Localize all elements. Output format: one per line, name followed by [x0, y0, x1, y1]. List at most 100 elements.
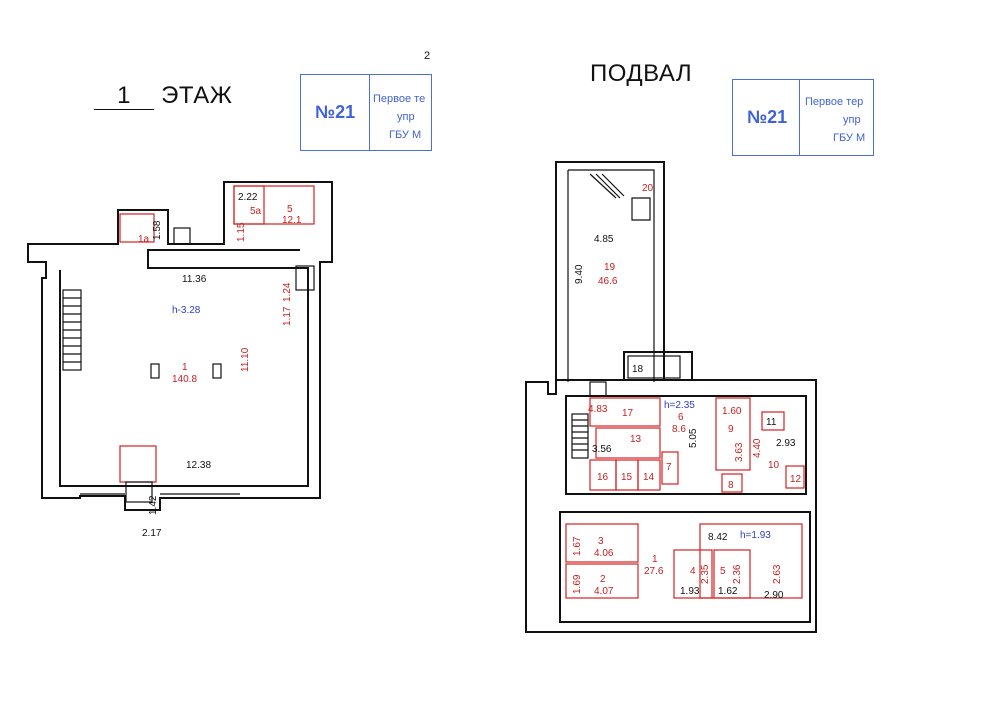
- basement-room-14: [637, 459, 661, 491]
- area-4-06: 4.06: [594, 548, 614, 559]
- dim-1-58: 1.58: [152, 220, 163, 240]
- area-46-6: 46.6: [598, 276, 618, 287]
- stamp-divider: [799, 80, 800, 155]
- room-6: 6: [678, 412, 684, 423]
- dim-2-17: 2.17: [142, 528, 162, 539]
- floor1-plan: 2.22 5а 5 12.1 1.15 1.58 1а 11.36 h-3.28…: [27, 181, 333, 539]
- room-13: 13: [630, 434, 642, 445]
- floor1-inner-wall: [59, 249, 309, 487]
- dim-2-63: 2.63: [772, 564, 783, 584]
- room-4: 4: [690, 566, 696, 577]
- floor1-column: [150, 363, 160, 379]
- floor1-stair-steps: [63, 297, 81, 363]
- room-17: 17: [622, 408, 634, 419]
- stamp-line-3: ГБУ М: [833, 132, 866, 144]
- basement-inner-wall: [567, 169, 655, 382]
- floor1-shaft: [173, 227, 191, 245]
- floor1-outer-wall: [27, 181, 333, 511]
- floor1-entrance: [119, 445, 157, 483]
- room-1: 1: [182, 362, 188, 373]
- dim-1-67: 1.67: [572, 536, 583, 556]
- dim-2-35: 2.35: [700, 564, 711, 584]
- basement-room-17: [589, 397, 661, 427]
- area-27-6: 27.6: [644, 566, 664, 577]
- stamp-line-3: ГБУ М: [389, 129, 422, 141]
- dim-11-36: 11.36: [182, 274, 207, 285]
- room-2: 2: [600, 574, 606, 585]
- dim-2-90: 2.90: [764, 590, 784, 601]
- dim-1-62: 1.62: [718, 586, 738, 597]
- dim-1-60: 1.60: [722, 406, 742, 417]
- basement-room-7: [661, 451, 679, 485]
- basement-room-4: [673, 549, 713, 599]
- height-mark: h-3.28: [172, 305, 201, 316]
- dim-1-17: 1.17: [282, 306, 293, 326]
- basement-room-18: [627, 355, 681, 379]
- basement-lower-block: [559, 511, 811, 623]
- room-16: 16: [597, 472, 609, 483]
- room-15: 15: [621, 472, 633, 483]
- corner-mark: 2: [424, 50, 431, 62]
- dim-11-10: 11.10: [240, 347, 251, 372]
- room-10: 10: [768, 460, 780, 471]
- basement-middle-block: [565, 395, 807, 495]
- dim-1-42: 1.42: [148, 495, 159, 515]
- room-9: 9: [728, 424, 734, 435]
- dim-8-42: 8.42: [708, 532, 728, 543]
- room-18: 18: [632, 364, 644, 375]
- dim-4-83: 4.83: [588, 404, 608, 415]
- room-5: 5: [720, 566, 726, 577]
- height-a: h=2.35: [664, 400, 695, 411]
- basement-plan: 20 4.85 9.40 19 46.6 18 4.83 17 h=2.35 6…: [525, 161, 817, 633]
- basement-room-12: [785, 465, 805, 489]
- floor1-column: [212, 363, 222, 379]
- basement-room-corridor: [699, 523, 803, 599]
- basement-stair-mid-steps: [572, 419, 588, 451]
- dim-4-85: 4.85: [594, 234, 614, 245]
- floor1-title: 1 ЭТАЖ: [94, 82, 232, 110]
- basement-room-13: [595, 427, 661, 459]
- area-8-6: 8.6: [672, 424, 686, 435]
- dim-1-69: 1.69: [572, 574, 583, 594]
- basement-stair-top: [589, 173, 651, 221]
- floor-number: 1: [94, 83, 154, 110]
- dim-2-93: 2.93: [776, 438, 796, 449]
- stamp-line-1: Первое тер: [805, 96, 864, 108]
- room-8: 8: [728, 480, 734, 491]
- dim-3-63: 3.63: [734, 442, 745, 462]
- dim-1-24: 1.24: [282, 282, 293, 302]
- area-140-8: 140.8: [172, 374, 197, 385]
- basement-room-8: [721, 473, 743, 493]
- floor1-door: [295, 265, 315, 291]
- dim-9-40: 9.40: [574, 264, 585, 284]
- stamp-line-1: Первое те: [373, 93, 426, 105]
- room-3: 3: [598, 536, 604, 547]
- stamp-line-2: упр: [843, 114, 861, 126]
- room-14: 14: [643, 472, 655, 483]
- floor1-entrance-step: [125, 481, 153, 503]
- dim-3-56: 3.56: [592, 444, 612, 455]
- dim-4-40: 4.40: [752, 438, 763, 458]
- basement-outer-wall-lower: [525, 379, 817, 633]
- basement-room-11: [761, 411, 785, 431]
- basement-room-9: [715, 397, 751, 471]
- registry-stamp-basement: №21 Первое тер упр ГБУ М: [732, 79, 874, 156]
- basement-room-3: [565, 523, 639, 563]
- basement-title: ПОДВАЛ: [590, 60, 693, 87]
- basement-room-2: [565, 563, 639, 599]
- room-11: 11: [766, 417, 777, 428]
- stamp-line-2: упр: [397, 111, 415, 123]
- room-5a: 5а: [250, 206, 262, 217]
- floor1-room-1a: [119, 213, 155, 243]
- dim-12-38: 12.38: [186, 460, 211, 471]
- dim-2-22: 2.22: [238, 192, 258, 203]
- floor-word: ЭТАЖ: [161, 82, 233, 109]
- dim-5-05: 5.05: [688, 428, 699, 448]
- room-20: 20: [642, 183, 654, 194]
- basement-stair-mid: [571, 413, 589, 459]
- room-1a: 1а: [138, 234, 150, 245]
- floor1-room-5a: [233, 185, 265, 225]
- dim-1-15: 1.15: [236, 222, 247, 242]
- area-12-1: 12.1: [282, 215, 302, 226]
